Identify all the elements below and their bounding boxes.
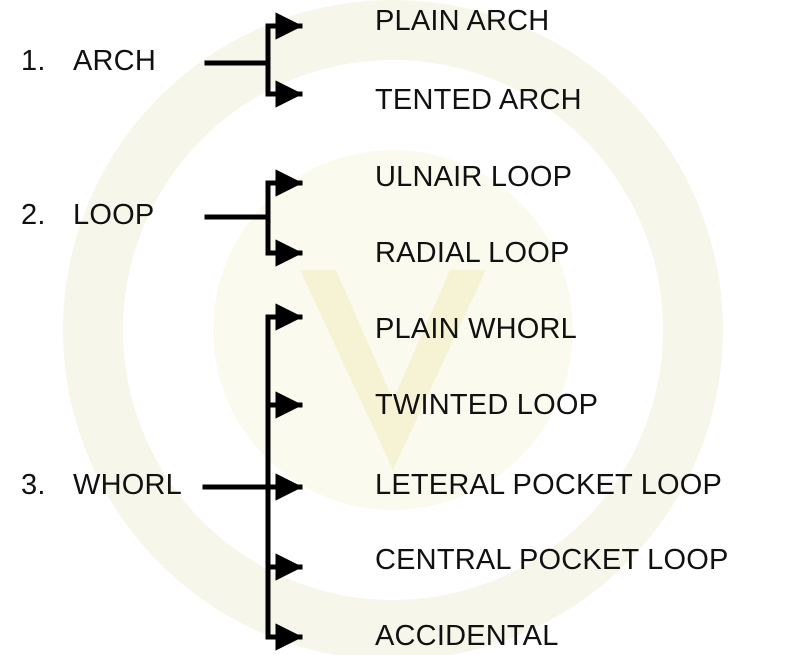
category-name-arch: ARCH: [73, 45, 156, 77]
subtype-ulnair-loop: ULNAIR LOOP: [375, 161, 573, 193]
category-name-loop: LOOP: [73, 199, 155, 231]
subtype-plain-whorl: PLAIN WHORL: [375, 313, 578, 345]
subtype-central-pocket-loop: CENTRAL POCKET LOOP: [375, 544, 729, 576]
category-number-whorl: 3.: [21, 469, 46, 501]
category-number-arch: 1.: [21, 45, 46, 77]
subtype-leteral-pocket-loop: LETERAL POCKET LOOP: [375, 469, 723, 501]
subtype-plain-arch: PLAIN ARCH: [375, 5, 550, 37]
category-name-whorl: WHORL: [73, 469, 182, 501]
subtype-accidental: ACCIDENTAL: [375, 620, 559, 652]
subtype-tented-arch: TENTED ARCH: [375, 84, 582, 116]
subtype-radial-loop: RADIAL LOOP: [375, 237, 570, 269]
category-number-loop: 2.: [21, 199, 46, 231]
whorl-connector: [202, 303, 303, 651]
arch-connector: [204, 12, 303, 108]
loop-connector: [204, 169, 303, 267]
subtype-twinted-loop: TWINTED LOOP: [375, 389, 599, 421]
